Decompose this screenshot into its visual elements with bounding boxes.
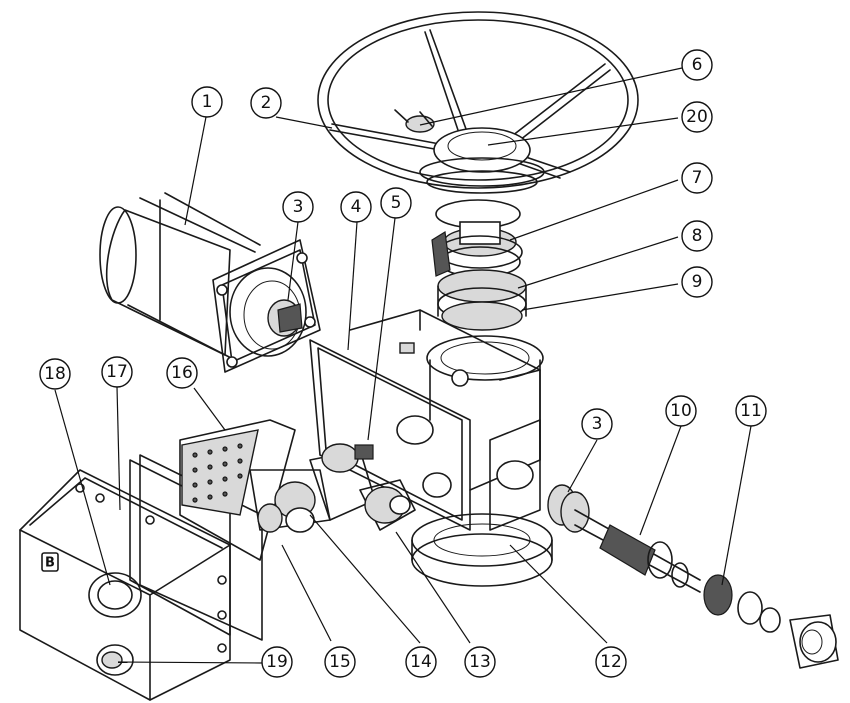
callout-7: 7 (681, 162, 713, 194)
svg-text:9: 9 (692, 272, 703, 292)
terminal-dots (192, 443, 243, 503)
svg-text:12: 12 (600, 652, 622, 672)
drive-sleeve-stack (431, 199, 527, 331)
callout-15: 15 (324, 646, 356, 678)
callout-17: 17 (101, 356, 133, 388)
svg-text:10: 10 (670, 401, 692, 421)
svg-text:2: 2 (261, 93, 272, 113)
callout-13: 13 (464, 646, 496, 678)
callout-8: 8 (681, 220, 713, 252)
svg-text:4: 4 (351, 197, 362, 217)
control-module (129, 419, 416, 641)
callout-19: 19 (261, 646, 293, 678)
callouts: 1 2 3 4 5 6 20 7 8 9 3 10 11 18 17 16 19… (39, 49, 767, 678)
svg-text:7: 7 (692, 168, 703, 188)
callout-2: 2 (250, 87, 282, 119)
motor (99, 192, 321, 373)
callout-4: 4 (340, 191, 372, 223)
electrical-cover: B (19, 469, 231, 701)
callout-3-worm: 3 (581, 408, 613, 440)
callout-20: 20 (681, 101, 713, 133)
svg-text:15: 15 (329, 652, 351, 672)
callout-12: 12 (595, 646, 627, 678)
callout-18: 18 (39, 358, 71, 390)
svg-text:19: 19 (266, 652, 288, 672)
callout-14: 14 (405, 646, 437, 678)
callout-3-motor: 3 (282, 191, 314, 223)
worm-shaft-assembly (547, 484, 839, 669)
svg-text:18: 18 (44, 364, 66, 384)
svg-text:6: 6 (692, 55, 703, 75)
callout-5: 5 (380, 187, 412, 219)
callout-9: 9 (681, 266, 713, 298)
gear-housing (309, 309, 553, 587)
svg-text:3: 3 (293, 197, 304, 217)
svg-text:11: 11 (740, 401, 762, 421)
svg-text:17: 17 (106, 362, 128, 382)
svg-text:8: 8 (692, 226, 703, 246)
svg-text:14: 14 (410, 652, 432, 672)
handwheel (317, 11, 639, 194)
svg-text:5: 5 (391, 193, 402, 213)
callout-16: 16 (166, 357, 198, 389)
cover-logo: B (45, 556, 55, 571)
svg-text:16: 16 (171, 363, 193, 383)
callout-10: 10 (665, 395, 697, 427)
svg-text:20: 20 (686, 107, 708, 127)
svg-text:1: 1 (202, 92, 213, 112)
svg-text:13: 13 (469, 652, 491, 672)
leader-lines (54, 67, 752, 664)
callout-1: 1 (191, 86, 223, 118)
callout-6: 6 (681, 49, 713, 81)
callout-11: 11 (735, 395, 767, 427)
svg-text:3: 3 (592, 414, 603, 434)
